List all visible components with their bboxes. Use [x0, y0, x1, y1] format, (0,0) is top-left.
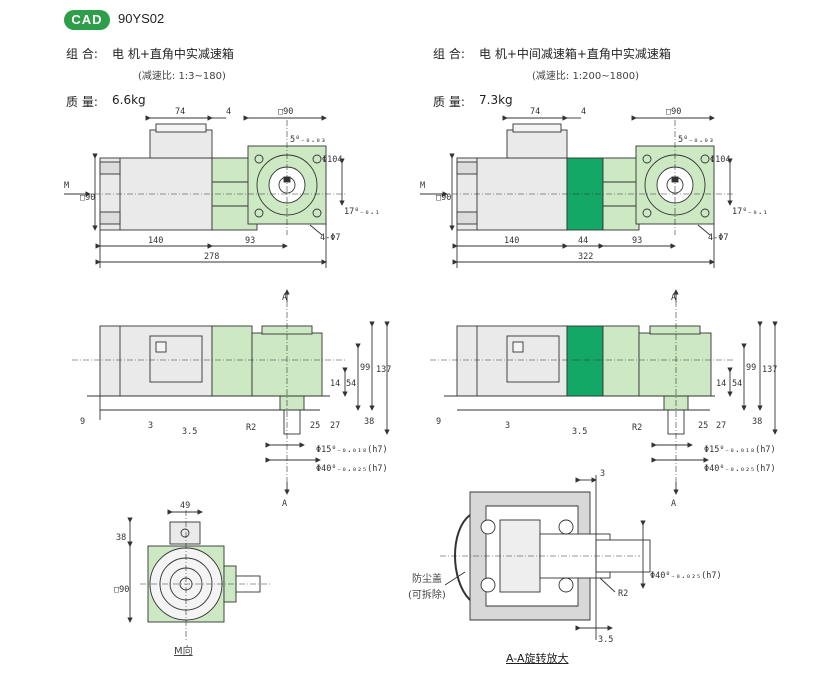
right-dim-322: 322 [578, 252, 593, 262]
right-dim-137: 137 [762, 365, 777, 375]
right-dim-74: 74 [530, 107, 540, 117]
left-dim-93: 93 [245, 236, 255, 246]
left-side-view [72, 289, 390, 495]
cad-badge: CAD [64, 10, 110, 30]
aa-section-view [440, 475, 651, 640]
right-dim-3: 3 [505, 421, 510, 431]
right-dim-sq90-side: □90 [436, 193, 451, 203]
section-dim-phi40: Φ40⁰₋₀.₀₂₅(h7) [650, 571, 722, 581]
dust-cover-label: 防尘盖 [412, 574, 442, 585]
right-dim-phi15: Φ15⁰₋₀.₀₁₈(h7) [704, 445, 776, 455]
left-section-a-top: A [282, 293, 287, 303]
right-dim-phi104: Φ104 [710, 155, 730, 165]
right-dim-phi40: Φ40⁰₋₀.₀₂₅(h7) [704, 464, 776, 474]
left-dim-phi40: Φ40⁰₋₀.₀₂₅(h7) [316, 464, 388, 474]
left-dim-4: 4 [226, 107, 231, 117]
right-dim-holes: 4-Φ7 [708, 233, 728, 243]
right-label-m: M [420, 181, 425, 191]
section-dim-r2: R2 [618, 589, 628, 599]
left-mass-label: 质 量: [66, 95, 98, 109]
section-dim-35: 3.5 [598, 635, 613, 645]
left-dim-74: 74 [175, 107, 185, 117]
right-dim-sq90: □90 [666, 107, 681, 117]
left-dim-35: 3.5 [182, 427, 197, 437]
right-dim-35: 3.5 [572, 427, 587, 437]
right-dim-27: 27 [716, 421, 726, 431]
right-section-a-top: A [671, 293, 676, 303]
right-top-view [420, 115, 735, 268]
left-dim-54: 54 [346, 379, 356, 389]
left-dim-14: 14 [330, 379, 340, 389]
left-dim-sq90-side: □90 [80, 193, 95, 203]
left-dim-sq90: □90 [278, 107, 293, 117]
right-dim-9: 9 [436, 417, 441, 427]
right-dim-4: 4 [581, 107, 586, 117]
m-direction-view [127, 509, 270, 640]
right-mass-value: 7.3kg [479, 93, 513, 107]
right-mass-label: 质 量: [433, 95, 465, 109]
right-ratio: (减速比: 1:200~1800) [532, 71, 639, 82]
right-dim-25: 25 [698, 421, 708, 431]
left-dim-27: 27 [330, 421, 340, 431]
right-section-a-bottom: A [671, 499, 676, 509]
right-dim-17: 17⁰₋₀.₁ [732, 207, 768, 217]
left-mass-value: 6.6kg [112, 93, 146, 107]
mview-dim-sq90: □90 [114, 585, 129, 595]
right-combo-value: 电 机+中间减速箱+直角中实减速箱 [479, 47, 671, 61]
left-dim-17: 17⁰₋₀.₁ [344, 207, 380, 217]
left-dim-phi104: Φ104 [322, 155, 342, 165]
left-dim-tol5: 5⁰₋₀.₀₃ [290, 135, 326, 145]
right-dim-14: 14 [716, 379, 726, 389]
section-dim-3: 3 [600, 469, 605, 479]
right-dim-140: 140 [504, 236, 519, 246]
right-combo-label: 组 合: [433, 47, 465, 61]
left-dim-140: 140 [148, 236, 163, 246]
left-dim-phi15: Φ15⁰₋₀.₀₁₈(h7) [316, 445, 388, 455]
right-dim-r2: R2 [632, 423, 642, 433]
removable-label: (可拆除) [408, 590, 446, 601]
left-dim-38: 38 [364, 417, 374, 427]
left-dim-278: 278 [204, 252, 219, 262]
left-top-view [64, 115, 345, 268]
right-dim-99: 99 [746, 363, 756, 373]
right-dim-54: 54 [732, 379, 742, 389]
left-dim-25: 25 [310, 421, 320, 431]
right-dim-93: 93 [632, 236, 642, 246]
left-section-a-bottom: A [282, 499, 287, 509]
left-dim-holes: 4-Φ7 [320, 233, 340, 243]
right-dim-38: 38 [752, 417, 762, 427]
left-ratio: (减速比: 1:3~180) [138, 71, 226, 82]
left-label-m: M [64, 181, 69, 191]
left-combo-value: 电 机+直角中实减速箱 [112, 47, 234, 61]
right-side-view [430, 289, 778, 495]
mview-dim-38: 38 [116, 533, 126, 543]
left-dim-3: 3 [148, 421, 153, 431]
aa-section-caption: A-A旋转放大 [506, 652, 569, 665]
left-dim-r2: R2 [246, 423, 256, 433]
left-combo-label: 组 合: [66, 47, 98, 61]
right-dim-44: 44 [578, 236, 588, 246]
mview-dim-49: 49 [180, 501, 190, 511]
left-dim-9: 9 [80, 417, 85, 427]
left-dim-137: 137 [376, 365, 391, 375]
model-title: 90YS02 [118, 11, 165, 26]
mview-caption: M向 [174, 646, 193, 657]
left-dim-99: 99 [360, 363, 370, 373]
right-dim-tol5: 5⁰₋₀.₀₃ [678, 135, 714, 145]
